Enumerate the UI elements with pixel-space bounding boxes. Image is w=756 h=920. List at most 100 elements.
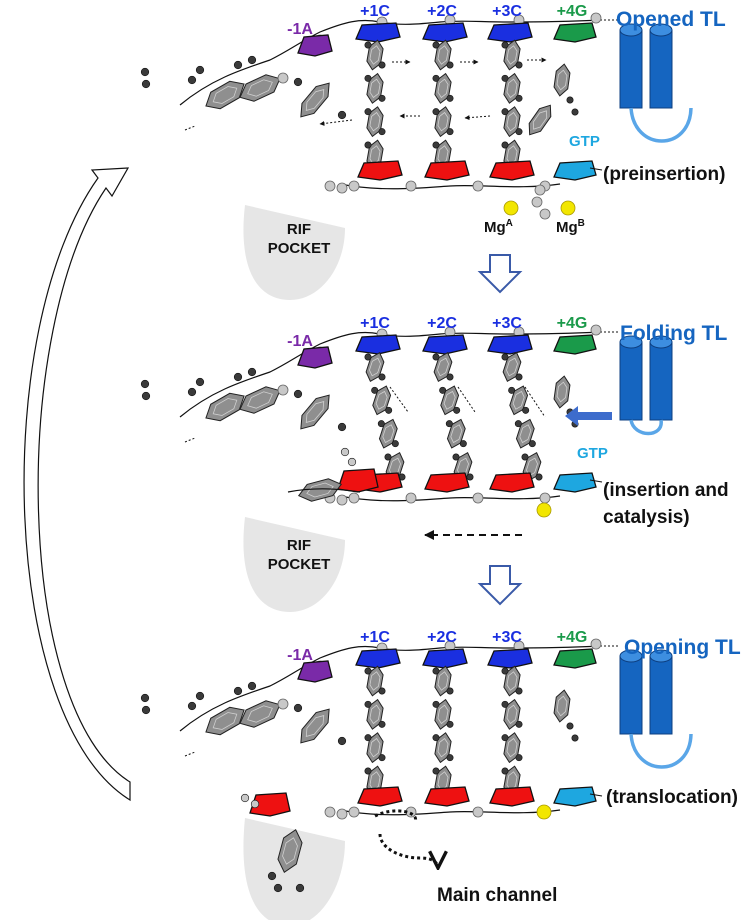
ring-inner [512,390,525,410]
base-plus3 [487,22,533,43]
ring-inner [282,837,298,865]
atom-sphere [515,61,523,69]
atom-sphere [391,440,399,448]
atom-sphere [378,128,386,136]
ring-inner [506,45,518,65]
helix-cap [649,649,673,663]
tl-title: Opened TL [616,8,726,31]
base-plus3 [487,648,533,669]
ring-inner [443,390,456,410]
atom-sphere [364,353,372,361]
atom-sphere [364,41,372,49]
atom-sphere [364,667,372,675]
tl-helix-icon [619,23,693,143]
ring-inner [506,357,518,377]
base-label-plus3: +3C [492,629,522,646]
incoming-arrow-icon [565,406,612,426]
base-label-plus4: +4G [557,315,588,332]
ring-inner [532,110,548,130]
base-stack [364,665,386,797]
atom-sphere [364,108,372,116]
atom-sphere [378,754,386,762]
primer-base [424,472,470,493]
atom-sphere [432,734,440,742]
tl-loop [629,733,693,769]
cycle-arrow-icon [23,167,131,802]
atom-sphere [293,77,303,87]
ring-inner [437,78,449,99]
strand-dots [184,125,196,131]
atom-sphere [501,353,509,361]
phosphate-sphere [405,492,417,504]
ring-inner [212,86,238,104]
atom-sphere [247,367,257,377]
incoming-primer-base [249,792,291,817]
atom-sphere [385,406,393,414]
atom-sphere [384,453,392,461]
atom-sphere [515,373,523,381]
base-stack [432,665,454,797]
phosphate-sphere [534,184,546,196]
down-arrow-icon [477,565,523,606]
ring-hexagon [528,104,552,136]
base-plus1 [355,334,401,355]
phosphate-sphere [277,384,289,396]
base-label-plus4: +4G [557,3,588,20]
helix-cap [649,23,673,37]
base-stack [501,39,523,171]
tl-title: Opening TL [624,636,741,659]
atom-sphere [364,767,372,775]
rif-pocket-icon [243,517,345,612]
helix-cylinder [649,29,673,109]
base-label-plus3: +3C [492,3,522,20]
atom-sphere [459,440,467,448]
atom-sphere [432,74,440,82]
base-label-plus1: +1C [360,629,390,646]
primer-base [489,472,535,493]
ring-hexagon [553,375,571,409]
rif-pocket-icon [243,205,345,300]
atom-sphere [347,457,357,467]
ring-inner [437,671,449,691]
hbond-line [389,386,409,413]
base-ring [300,394,330,430]
tl-helix-icon [619,649,693,769]
atom-sphere [522,406,530,414]
phosphate-sphere [539,208,551,220]
atom-sphere [233,60,243,70]
main-channel-label: Main channel [437,885,558,906]
mg-b-label: MgB [556,218,585,236]
atom-sphere [337,422,347,432]
base-label-plus1: +1C [360,3,390,20]
base-stack [432,39,454,171]
ring-inner [556,69,568,91]
ring-inner [437,737,449,758]
ring-hexagon [300,394,330,430]
phosphate-sphere [348,806,360,818]
atom-sphere [515,754,523,762]
base-plus2 [422,22,468,43]
phosphate-sphere [348,492,360,504]
ring-inner [369,78,381,99]
base-plus1 [355,648,401,669]
atom-sphere [501,141,509,149]
ring-inner [506,704,518,725]
primer-base [489,160,535,181]
base-ring [553,63,571,97]
rif-pocket-icon [243,818,345,920]
phosphate-sphere [590,324,602,336]
base-ring [205,392,245,422]
base-ring [277,829,303,873]
base-minus1 [297,346,333,369]
gtp-label: GTP [577,445,608,462]
gtp-label: GTP [569,133,600,150]
base-ring [239,386,281,414]
primer-backbone-end [589,167,603,171]
atom-sphere [195,65,205,75]
atom-sphere [378,373,386,381]
helix-cylinder [619,655,643,735]
atom-sphere [141,79,151,89]
base-minus1 [297,34,333,57]
base-ring [297,478,343,502]
